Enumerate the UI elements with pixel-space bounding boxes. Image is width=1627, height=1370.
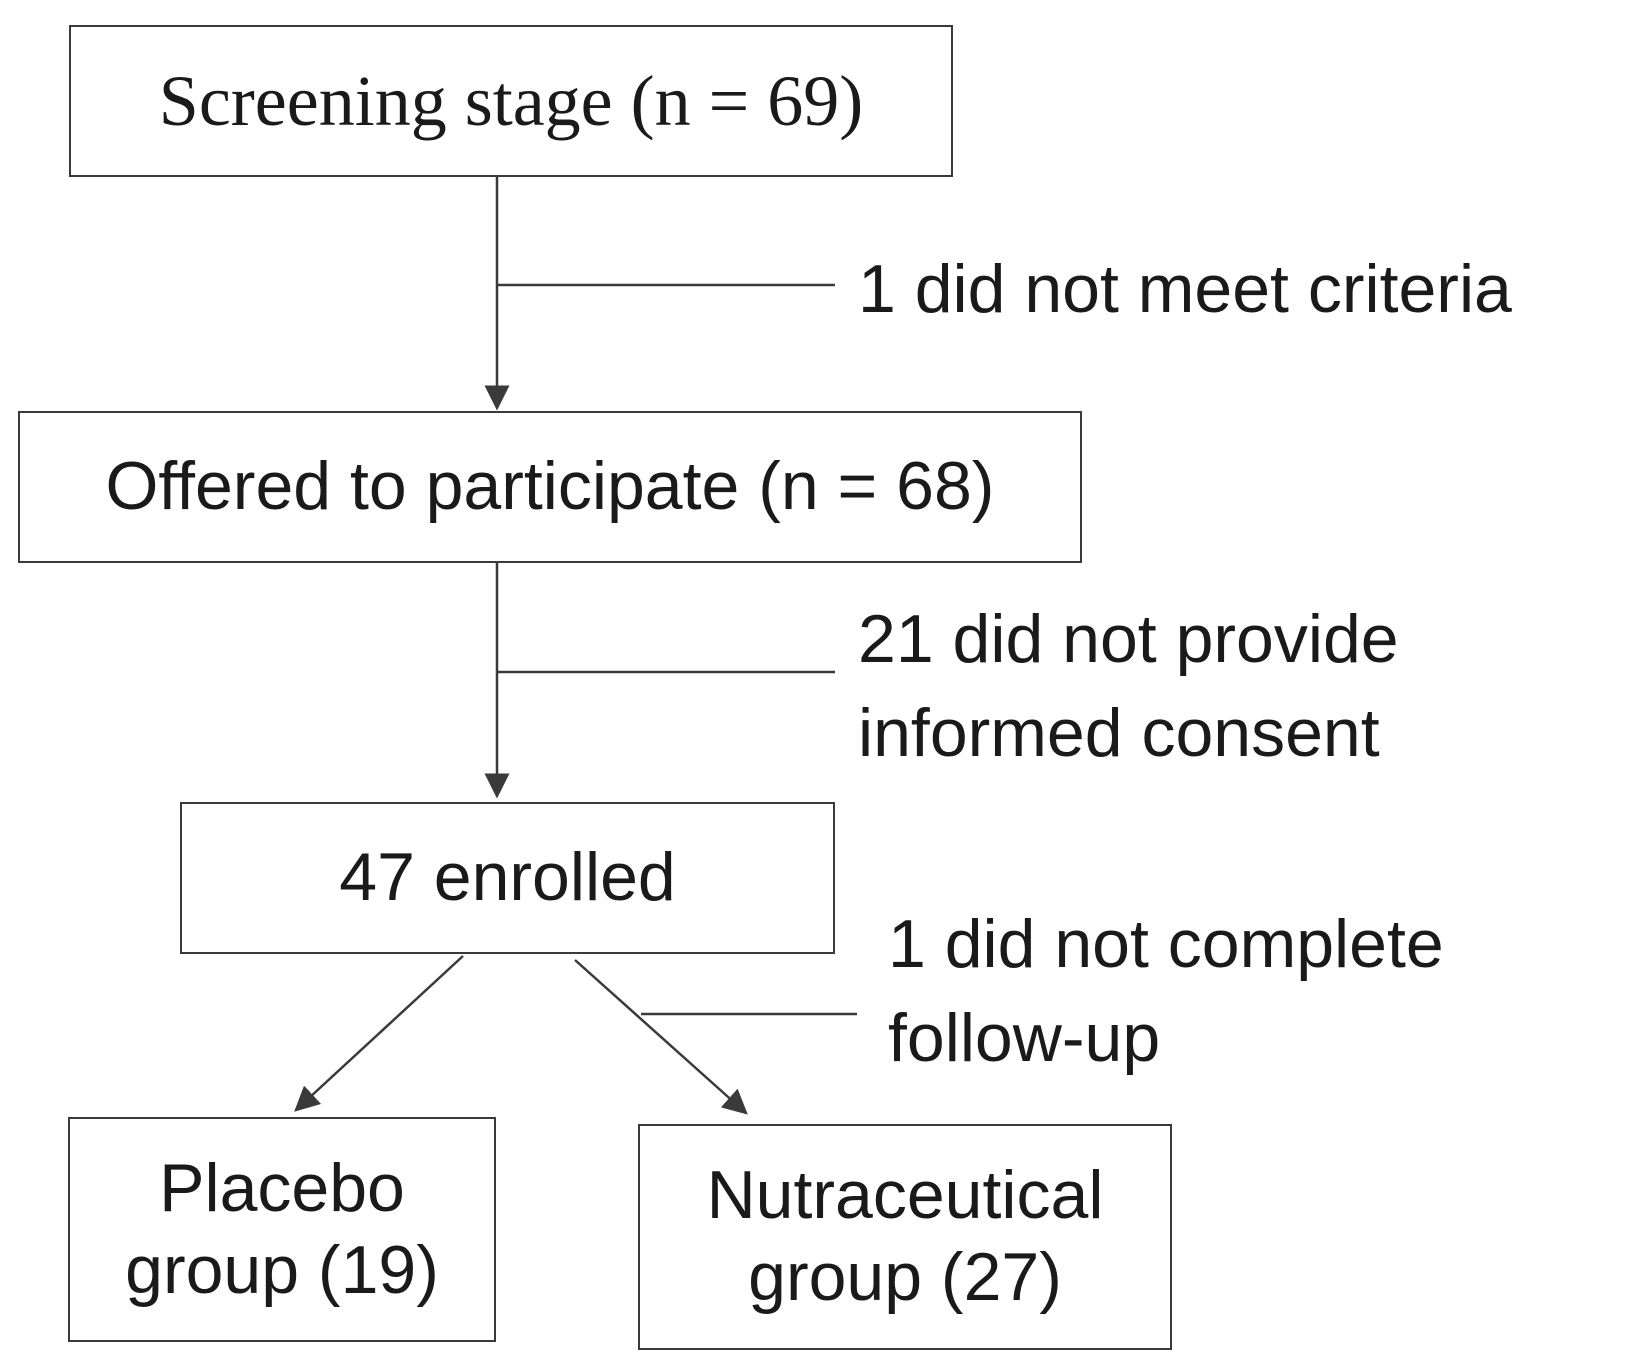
nutraceutical-line1: Nutraceutical [706,1157,1104,1234]
exclusion-note-criteria: 1 did not meet criteria [858,243,1512,337]
enrolled-box: 47 enrolled [180,802,835,954]
offered-box: Offered to participate (n = 68) [18,411,1082,563]
exclusion-note-followup: 1 did not complete follow-up [888,898,1444,1086]
placebo-line2: group (19) [125,1231,439,1308]
placebo-box: Placebo group (19) [68,1117,496,1342]
arrow-enrolled-to-placebo [294,955,464,1112]
exclusion-note-consent: 21 did not provide informed consent [858,593,1399,781]
nutraceutical-box: Nutraceutical group (27) [638,1124,1172,1350]
nutraceutical-line2: group (27) [748,1239,1062,1315]
arrow-enrolled-to-nutraceutical [574,959,748,1115]
screening-label: Screening stage (n = 69) [158,60,864,141]
placebo-line1: Placebo [159,1149,405,1226]
exclusion-consent-line1: 21 did not provide [858,601,1399,677]
exclusion-criteria-line1: 1 did not meet criteria [858,251,1512,327]
exclusion-followup-line1: 1 did not complete [888,906,1444,982]
exclusion-followup-line2: follow-up [888,999,1161,1076]
enrolled-label: 47 enrolled [339,839,676,916]
offered-label: Offered to participate (n = 68) [105,448,995,525]
exclusion-consent-line2: informed consent [858,694,1380,771]
screening-box: Screening stage (n = 69) [69,25,953,177]
